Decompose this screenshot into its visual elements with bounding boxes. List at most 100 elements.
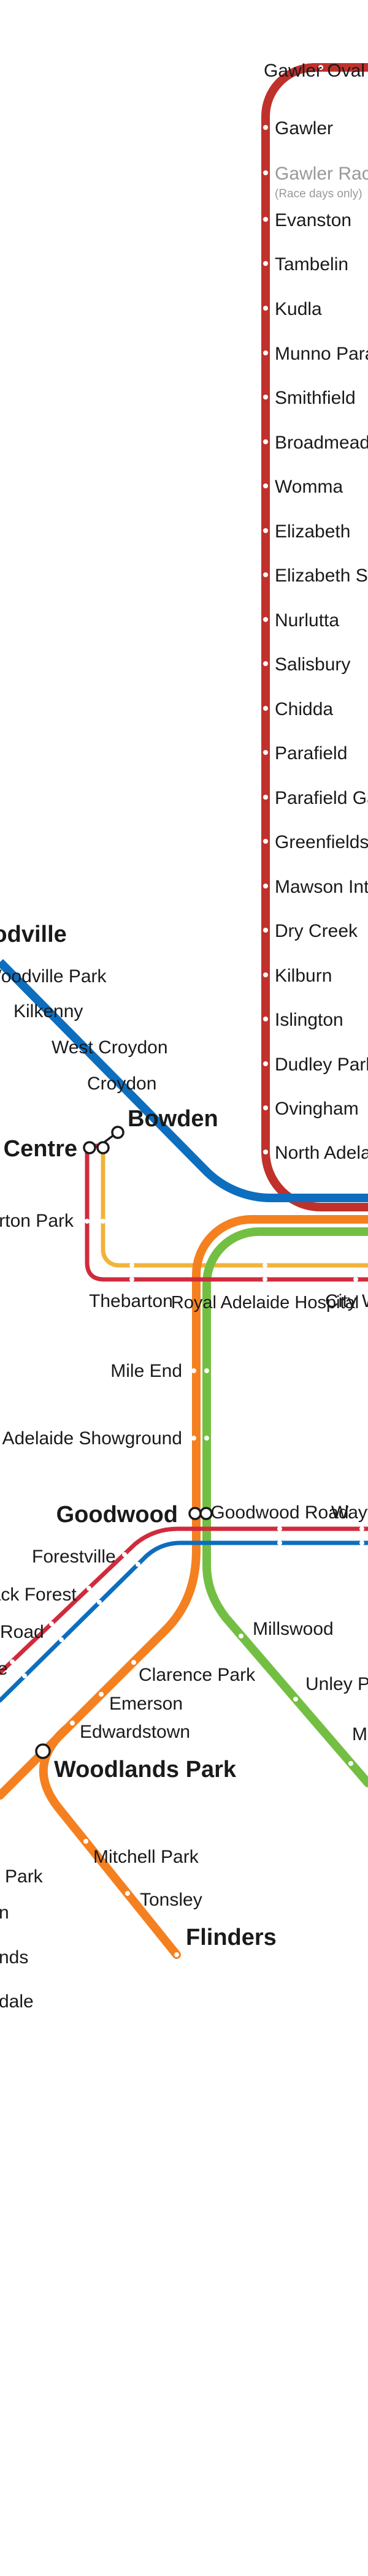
label-kudla[interactable]: Kudla	[275, 299, 322, 319]
label-woodlands-park[interactable]: Woodlands Park	[54, 1757, 237, 1782]
label-munno-para[interactable]: Munno Para	[275, 344, 368, 364]
station-dot-forestville-red[interactable]	[122, 1552, 127, 1557]
station-dot-greenfields[interactable]	[263, 839, 268, 844]
label-west-croydon[interactable]: West Croydon	[52, 1037, 168, 1058]
station-dot-wayville-red[interactable]	[359, 1526, 364, 1531]
station-dot-womma[interactable]	[263, 483, 268, 488]
label-ovingham[interactable]: Ovingham	[275, 1099, 359, 1119]
label-north-adelaide[interactable]: North Adelaide	[275, 1143, 368, 1163]
outer-harbor-line-track[interactable]	[0, 959, 368, 1202]
station-dot-road-red[interactable]	[49, 1621, 54, 1626]
station-dot-munno-para[interactable]	[263, 350, 268, 355]
label-dudley-park[interactable]: Dudley Park	[275, 1055, 368, 1075]
label-salisbury[interactable]: Salisbury	[275, 654, 350, 675]
label-elizabeth[interactable]: Elizabeth	[275, 521, 350, 542]
station-dot-forestville-blue[interactable]	[136, 1562, 140, 1567]
label-parafield-gardens[interactable]: Parafield Gardens	[275, 788, 368, 808]
label-entertainment-centre[interactable]: Entertainment Centre	[0, 1136, 77, 1162]
station-dot-mawson-interchange[interactable]	[263, 884, 268, 888]
label-park[interactable]: Park	[5, 1866, 44, 1887]
station-dot-west-croydon[interactable]	[76, 1050, 81, 1055]
label-edwardstown[interactable]: Edwardstown	[80, 1722, 190, 1742]
interchange-entertainment-centre-a[interactable]	[83, 1141, 96, 1154]
station-dot-city-west[interactable]	[353, 1277, 358, 1282]
label-chidda[interactable]: Chidda	[275, 699, 333, 719]
label-forestville[interactable]: Forestville	[32, 1547, 116, 1567]
label-nurlutta[interactable]: Nurlutta	[275, 610, 339, 631]
station-dot-gawler-racecourse[interactable]	[263, 170, 268, 175]
label-adelaide-showground[interactable]: Adelaide Showground	[2, 1428, 182, 1449]
station-dot-broadmeadows[interactable]	[263, 439, 268, 444]
station-dot-black-forest-red[interactable]	[86, 1586, 91, 1591]
station-dot-mile-end-a[interactable]	[191, 1368, 196, 1373]
label-gawler-oval[interactable]: Gawler Oval	[264, 61, 365, 81]
label-city-west[interactable]: City West	[325, 1291, 368, 1311]
station-dot-ovingham[interactable]	[263, 1105, 268, 1110]
label-tonsley[interactable]: Tonsley	[140, 1890, 202, 1910]
station-dot-e-blue[interactable]	[22, 1673, 27, 1678]
label-nds[interactable]: nds	[0, 1947, 28, 1968]
label-woodville[interactable]: Woodville	[0, 922, 67, 947]
station-dot-rah-red[interactable]	[263, 1277, 267, 1282]
station-dot-elizabeth-south[interactable]	[263, 572, 268, 577]
station-dot-tonsley[interactable]	[125, 1891, 130, 1896]
station-dot-north-adelaide[interactable]	[263, 1150, 268, 1154]
station-dot-goodwood-road-red[interactable]	[277, 1526, 282, 1531]
south-blue-line-track[interactable]	[0, 1540, 368, 1703]
station-dot-e-red[interactable]	[10, 1659, 15, 1664]
label-wayville[interactable]: Wayville	[331, 1502, 368, 1523]
label-parafield[interactable]: Parafield	[275, 743, 347, 763]
station-dot-gawler[interactable]	[263, 125, 268, 130]
label-mitcham[interactable]: Mitcham	[352, 1724, 368, 1744]
station-dot-flinders[interactable]	[174, 1952, 179, 1957]
station-dot-chidda[interactable]	[263, 706, 268, 711]
label-greenfields[interactable]: Greenfields	[275, 832, 368, 852]
south-red-line-track[interactable]	[0, 1526, 368, 1675]
interchange-bowden[interactable]	[111, 1126, 125, 1139]
station-dot-croydon[interactable]	[108, 1083, 113, 1088]
label-royal-adelaide-hospital[interactable]: Royal Adelaide Hospital	[171, 1293, 359, 1313]
label-dry-creek[interactable]: Dry Creek	[275, 921, 358, 941]
station-dot-mile-end-b[interactable]	[204, 1368, 209, 1373]
station-dot-dudley-park[interactable]	[263, 1061, 268, 1066]
label-kilkenny[interactable]: Kilkenny	[13, 1001, 83, 1021]
label-gawler[interactable]: Gawler	[275, 118, 333, 138]
label-islington[interactable]: Islington	[275, 1010, 343, 1030]
label-mile-end[interactable]: Mile End	[110, 1361, 182, 1381]
label-emerson[interactable]: Emerson	[109, 1694, 183, 1714]
interchange-goodwood-b[interactable]	[199, 1507, 213, 1520]
station-dot-edwardstown[interactable]	[70, 1721, 75, 1726]
station-dot-grange-stop[interactable]	[101, 1219, 105, 1224]
station-dot-gawler-oval[interactable]	[318, 65, 323, 70]
station-dot-kilburn[interactable]	[263, 972, 268, 977]
label-clarence-park[interactable]: Clarence Park	[139, 1665, 256, 1685]
station-dot-rah-yellow[interactable]	[263, 1263, 267, 1268]
label-mawson-interchange[interactable]: Mawson Interchange	[275, 877, 368, 897]
station-dot-showground-a[interactable]	[191, 1436, 196, 1441]
label-n[interactable]: n	[0, 1903, 9, 1923]
station-dot-parafield-gardens[interactable]	[263, 795, 268, 800]
station-dot-elizabeth[interactable]	[263, 528, 268, 533]
label-kilburn[interactable]: Kilburn	[275, 966, 332, 986]
station-dot-thebarton-yellow[interactable]	[129, 1263, 134, 1268]
belair-line-track[interactable]	[202, 1227, 368, 1787]
label-thebarton-tram[interactable]: Hindmarsh / Thebarton Park	[0, 1211, 74, 1231]
label-elizabeth-south[interactable]: Elizabeth South	[275, 566, 368, 586]
station-dot-woodville-park[interactable]	[2, 975, 7, 980]
interchange-goodwood-a[interactable]	[188, 1507, 202, 1520]
station-dot-unley-park[interactable]	[293, 1697, 298, 1702]
label-unley-park[interactable]: Unley Park	[305, 1674, 368, 1694]
station-dot-clarence-park[interactable]	[131, 1660, 136, 1665]
station-dot-goodwood-road-blue[interactable]	[277, 1540, 282, 1545]
flinders-branch-track[interactable]	[39, 1724, 181, 1959]
station-dot-wayville-blue[interactable]	[359, 1540, 364, 1545]
interchange-entertainment-centre-b[interactable]	[96, 1141, 110, 1154]
label-smithfield[interactable]: Smithfield	[275, 388, 356, 408]
station-dot-smithfield[interactable]	[263, 395, 268, 400]
label-gawler-racecourse[interactable]: Gawler Racecourse	[275, 164, 368, 184]
station-dot-showground-b[interactable]	[204, 1436, 209, 1441]
label-tambelin[interactable]: Tambelin	[275, 254, 348, 275]
grange-line-track[interactable]	[101, 1143, 368, 1268]
station-dot-evanston[interactable]	[263, 217, 268, 222]
station-dot-dry-creek[interactable]	[263, 928, 268, 933]
